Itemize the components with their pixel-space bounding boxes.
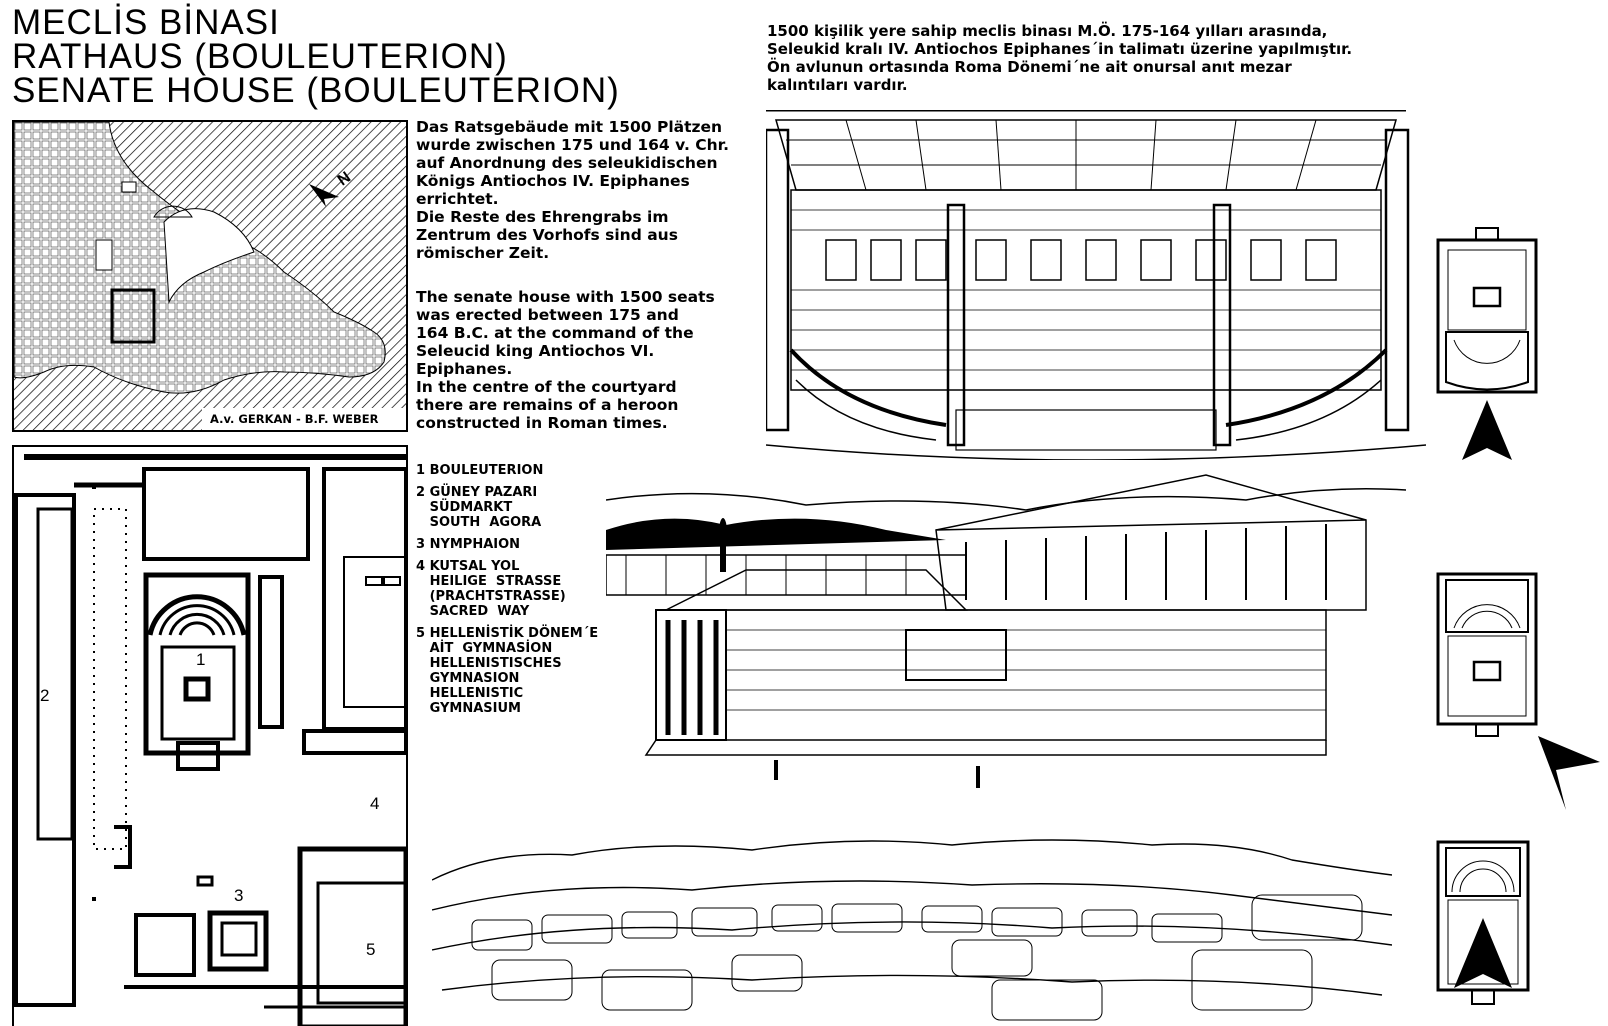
en-line: Epiphanes. <box>416 360 513 378</box>
de-line: Zentrum des Vorhofs sind aus <box>416 226 678 244</box>
de-line: römischer Zeit. <box>416 244 550 262</box>
view-direction-arrow-icon <box>1454 918 1512 988</box>
de-line: Königs Antiochos IV. Epiphanes <box>416 172 690 190</box>
map-credit: A.v. GERKAN - B.F. WEBER <box>210 412 379 426</box>
de-line: errichtet. <box>416 190 499 208</box>
de-line: auf Anordnung des seleukidischen <box>416 154 718 172</box>
legend-item: HEILIGE STRASSE <box>416 574 562 589</box>
title-en: SENATE HOUSE (BOULEUTERION) <box>12 71 620 110</box>
page-title: MECLİS BİNASI RATHAUS (BOULEUTERION) SEN… <box>12 3 620 110</box>
turkish-description: 1500 kişilik yere sahip meclis binası M.… <box>767 22 1352 94</box>
site-plan-drawing: 1 2 3 4 5 <box>14 454 406 1026</box>
en-line: there are remains of a heroon <box>416 396 679 414</box>
de-line: Die Reste des Ehrengrabs im <box>416 208 669 226</box>
de-line: wurde zwischen 175 und 164 v. Chr. <box>416 136 729 154</box>
site-plan-legend: 1 BOULEUTERION 2 GÜNEY PAZARI SÜDMARKT S… <box>416 463 598 716</box>
legend-item: SÜDMARKT <box>416 500 513 515</box>
en-line: In the centre of the courtyard <box>416 378 677 396</box>
plan-label-4: 4 <box>370 794 379 813</box>
city-map-drawing: N A.v. GERKAN - B.F. WEBER <box>14 122 406 430</box>
mini-plan-view-3 <box>1432 838 1542 1026</box>
en-line: Seleucid king Antiochos VI. <box>416 342 655 360</box>
en-line: The senate house with 1500 seats <box>416 288 715 306</box>
tr-line: kalıntıları vardır. <box>767 76 908 94</box>
mini-plan-view-1 <box>1432 222 1542 462</box>
plan-label-1: 1 <box>196 650 205 669</box>
title-de: RATHAUS (BOULEUTERION) <box>12 37 508 76</box>
title-tr: MECLİS BİNASI <box>12 3 280 42</box>
legend-item: 5 HELLENİSTİK DÖNEM´E <box>416 626 599 641</box>
en-line: was erected between 175 and <box>416 306 679 324</box>
legend-item: GYMNASIUM <box>416 701 521 716</box>
legend-item: 1 BOULEUTERION <box>416 463 544 478</box>
de-line: Das Ratsgebäude mit 1500 Plätzen <box>416 118 723 136</box>
legend-item: SOUTH AGORA <box>416 515 542 530</box>
exterior-reconstruction-drawing <box>606 470 1406 810</box>
english-description: The senate house with 1500 seats was ere… <box>416 288 715 432</box>
interior-perspective-drawing <box>766 110 1426 460</box>
tr-line: Seleukid kralı IV. Antiochos Epiphanes´i… <box>767 40 1353 58</box>
en-line: 164 B.C. at the command of the <box>416 324 694 342</box>
en-line: constructed in Roman times. <box>416 414 668 432</box>
legend-item: (PRACHTSTRASSE) <box>416 589 566 604</box>
legend-item: SACRED WAY <box>416 604 530 619</box>
legend-item: 2 GÜNEY PAZARI <box>416 485 538 500</box>
plan-label-5: 5 <box>366 940 375 959</box>
view-direction-arrow-icon <box>1462 400 1512 460</box>
legend-item: 4 KUTSAL YOL <box>416 559 520 574</box>
legend-item: AİT GYMNASİON <box>416 641 553 656</box>
plan-label-3: 3 <box>234 886 243 905</box>
mini-plan-view-2 <box>1432 570 1602 810</box>
site-plan: 1 2 3 4 5 <box>12 445 408 1026</box>
legend-item: HELLENISTISCHES <box>416 656 562 671</box>
bouleuterion-highlight <box>110 288 156 344</box>
tr-line: 1500 kişilik yere sahip meclis binası M.… <box>767 22 1328 40</box>
legend-item: GYMNASION <box>416 671 520 686</box>
tr-line: Ön avlunun ortasında Roma Dönemi´ne ait … <box>767 58 1292 76</box>
legend-item: 3 NYMPHAION <box>416 537 521 552</box>
city-map: N A.v. GERKAN - B.F. WEBER <box>12 120 408 432</box>
plan-label-2: 2 <box>40 686 49 705</box>
german-description: Das Ratsgebäude mit 1500 Plätzen wurde z… <box>416 118 729 262</box>
legend-item: HELLENISTIC <box>416 686 524 701</box>
view-direction-arrow-icon <box>1538 736 1600 810</box>
ruins-drawing <box>432 820 1392 1026</box>
